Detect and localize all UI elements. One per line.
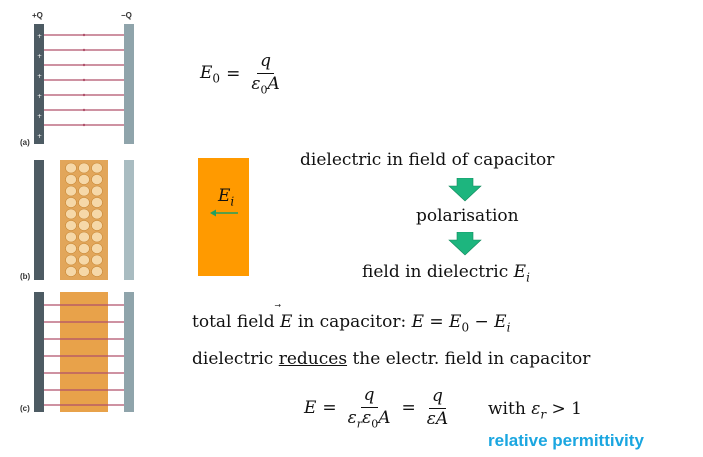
dipole bbox=[65, 243, 77, 254]
e0-equation: E0 = q ε0A bbox=[200, 51, 285, 97]
flow-step-field-in-dielectric: field in dielectric Ei bbox=[362, 262, 530, 285]
e0-denominator: ε0A bbox=[251, 73, 280, 96]
panel-a: + + + + + + bbox=[34, 24, 134, 144]
dipole bbox=[65, 208, 77, 220]
down-arrow-icon bbox=[448, 232, 482, 256]
dipole bbox=[78, 185, 90, 197]
dipole bbox=[78, 220, 90, 231]
down-arrow-icon bbox=[448, 178, 482, 202]
dipole bbox=[78, 243, 90, 254]
panel-c-label: (c) bbox=[20, 404, 30, 413]
flow-step-polarisation: polarisation bbox=[416, 206, 519, 226]
dipole bbox=[91, 208, 103, 220]
dipole bbox=[78, 254, 90, 266]
dipole bbox=[65, 254, 77, 266]
dipole bbox=[91, 243, 103, 254]
ei-arrow-icon bbox=[210, 209, 238, 217]
dipole bbox=[78, 266, 90, 277]
dipole bbox=[65, 266, 77, 277]
dipole bbox=[91, 185, 103, 197]
dipole bbox=[65, 162, 77, 174]
svg-text:+: + bbox=[37, 33, 42, 40]
dipole bbox=[78, 162, 90, 174]
panel-a-label: (a) bbox=[20, 138, 30, 147]
dipole bbox=[91, 231, 103, 243]
svg-text:+: + bbox=[37, 73, 42, 80]
dipole bbox=[65, 174, 77, 185]
e0-fraction: q ε0A bbox=[248, 51, 282, 97]
plus-q-label: +Q bbox=[32, 11, 43, 20]
dielectric-block: Ei bbox=[198, 158, 249, 276]
minus-q-label: −Q bbox=[121, 11, 132, 20]
dipole bbox=[91, 220, 103, 231]
panel-b bbox=[34, 160, 134, 280]
dipole bbox=[65, 185, 77, 197]
dipole bbox=[78, 197, 90, 208]
dipole bbox=[65, 231, 77, 243]
svg-text:+: + bbox=[37, 133, 42, 140]
e0-lhs: E0 bbox=[200, 63, 221, 86]
dipole bbox=[91, 254, 103, 266]
panel-b-label: (b) bbox=[20, 272, 31, 281]
dipole bbox=[78, 174, 90, 185]
total-field-line: total field ⃗E in capacitor: E = E0 − Ei bbox=[192, 312, 511, 335]
svg-text:+: + bbox=[37, 113, 42, 120]
e0-numerator: q bbox=[257, 51, 274, 74]
dipole bbox=[65, 197, 77, 208]
final-equation: E = q εrε0A = q εA bbox=[304, 385, 449, 430]
capacitor-figure: + + + + + + bbox=[34, 24, 134, 412]
dipole bbox=[78, 208, 90, 220]
with-condition: with εr > 1 bbox=[488, 399, 582, 422]
reduces-statement: dielectric reduces the electr. field in … bbox=[192, 349, 591, 369]
relative-permittivity-label: relative permittivity bbox=[488, 431, 644, 450]
dipole bbox=[91, 197, 103, 208]
reduces-emphasis: reduces bbox=[278, 349, 348, 369]
flow-step-dielectric-in-field: dielectric in field of capacitor bbox=[300, 150, 555, 170]
dipole bbox=[91, 174, 103, 185]
dipole bbox=[78, 231, 90, 243]
e0-equals: = bbox=[226, 64, 241, 85]
ei-label: Ei bbox=[218, 186, 235, 209]
panel-c bbox=[34, 292, 134, 412]
dipole bbox=[91, 162, 103, 174]
dipole bbox=[91, 266, 103, 277]
dipole bbox=[65, 220, 77, 231]
svg-text:+: + bbox=[37, 93, 42, 100]
svg-text:+: + bbox=[37, 53, 42, 60]
